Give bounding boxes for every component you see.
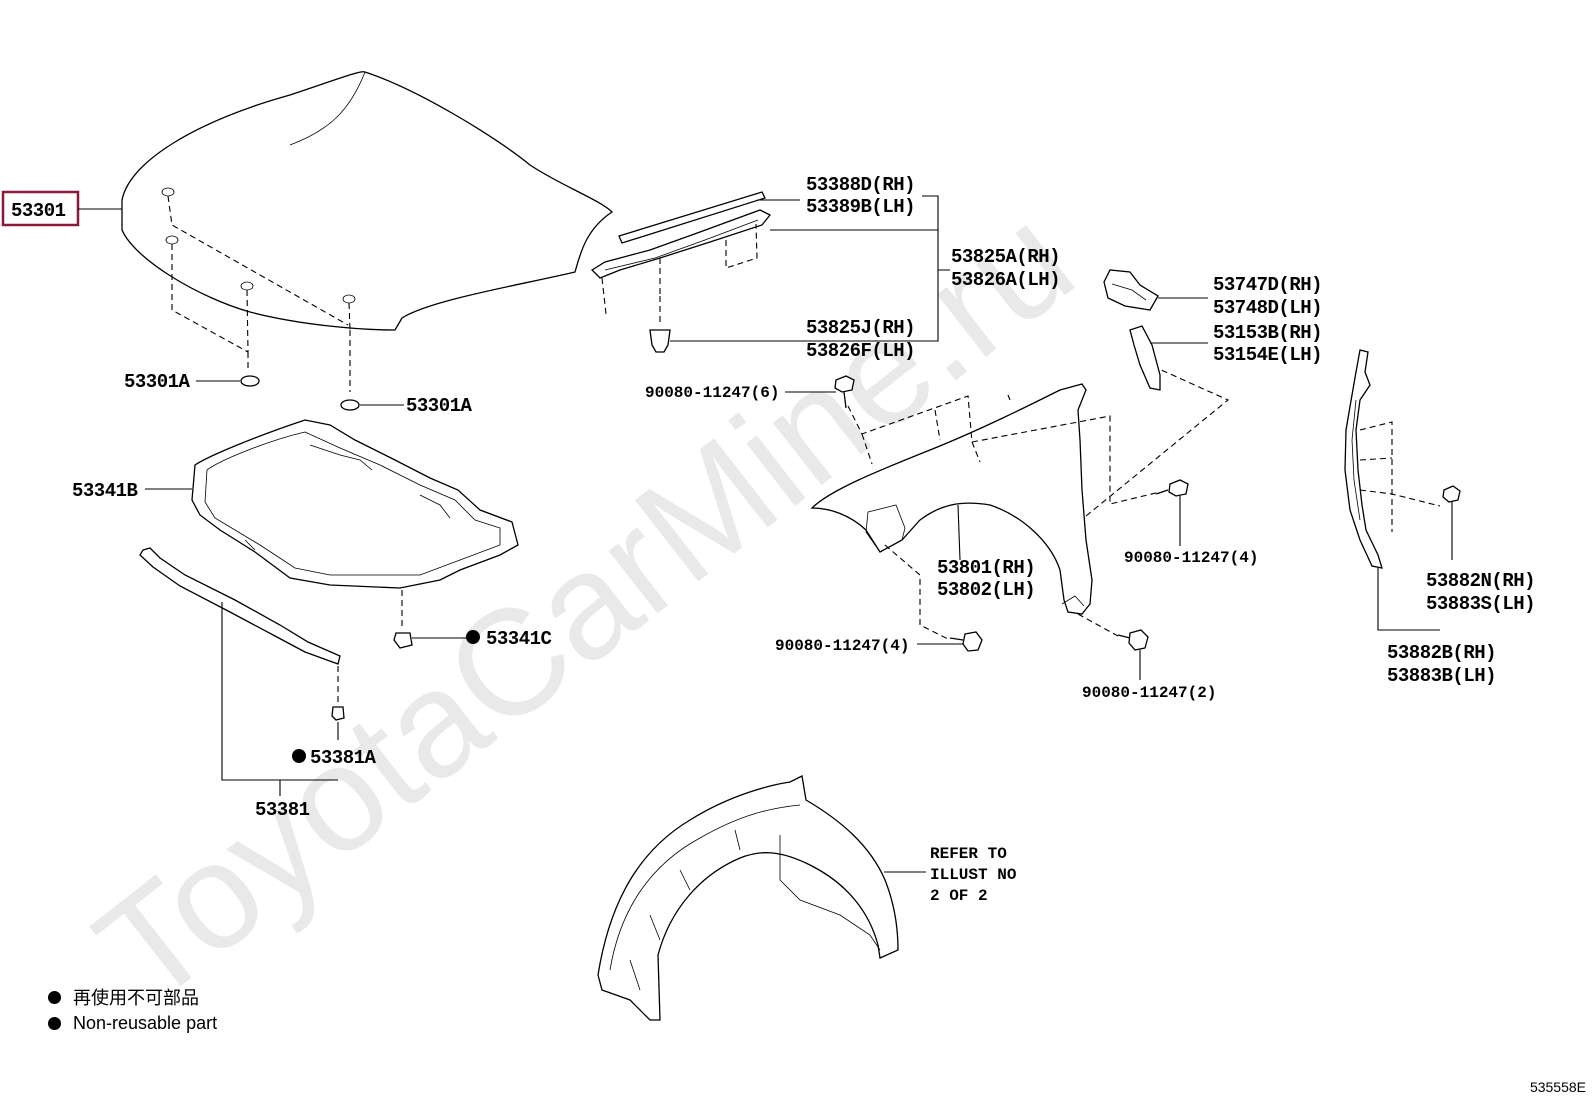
bolt-top[interactable] [834,375,855,409]
seal-clip-dot [292,749,306,763]
fender-panel[interactable] [810,383,1093,615]
label-hood-cushion-2[interactable]: 53301A [406,395,473,417]
seal-clip[interactable] [331,706,345,721]
fender-bracket-747[interactable] [1103,269,1159,311]
legend-row-jp: 再使用不可部品 [48,984,217,1010]
label-bracket-747-rh[interactable]: 53747D(RH) [1213,274,1323,296]
label-seal-153-rh[interactable]: 53153B(RH) [1213,322,1323,344]
label-fender-lh[interactable]: 53802(LH) [937,579,1036,601]
bracket-clip[interactable] [649,329,671,353]
hood-panel[interactable] [121,71,614,331]
label-bolt-left[interactable]: 90080-11247(4) [775,637,909,655]
fender-seal-153[interactable] [1129,325,1161,391]
label-bracket-f-lh[interactable]: 53826F(LH) [806,340,916,362]
label-seal[interactable]: 53381 [255,799,310,821]
label-seal-clip[interactable]: 53381A [310,747,377,769]
label-hood[interactable]: 53301 [11,200,66,222]
bolt-left[interactable] [949,631,983,652]
label-liner-b-rh[interactable]: 53882B(RH) [1387,642,1497,664]
label-bracket-a-lh[interactable]: 53826A(LH) [951,269,1061,291]
hood-insulator[interactable] [191,419,519,589]
label-bolt-mid[interactable]: 90080-11247(4) [1124,549,1258,567]
legend-en-text: Non-reusable part [73,1012,218,1033]
label-seal-rh[interactable]: 53388D(RH) [806,174,916,196]
label-bracket-a-rh[interactable]: 53825A(RH) [951,246,1061,268]
refer-note-line-1[interactable]: REFER TO [930,845,1007,863]
diagram-code: 535558E [1529,1079,1586,1095]
label-bracket-748-lh[interactable]: 53748D(LH) [1213,297,1323,319]
bolt-bottom[interactable] [1117,629,1149,651]
insulator-clip[interactable] [393,632,413,649]
fender-bracket-a[interactable] [590,209,772,279]
label-liner-s-lh[interactable]: 53883S(LH) [1426,593,1536,615]
non-reusable-dot-icon [48,990,61,1004]
label-bolt-bottom[interactable]: 90080-11247(2) [1082,684,1216,702]
label-insulator-clip[interactable]: 53341C [486,628,552,650]
legend: 再使用不可部品 Non-reusable part [48,984,217,1036]
wheel-well-liner[interactable] [597,775,899,1021]
label-hood-cushion-1[interactable]: 53301A [124,371,191,393]
bolt-mid[interactable] [1155,479,1189,497]
legend-row-en: Non-reusable part [48,1010,217,1036]
label-seal-lh[interactable]: 53389B(LH) [806,196,916,218]
bolt-right[interactable] [1442,485,1461,503]
insulator-clip-dot [466,630,480,644]
hood-to-cowl-seal[interactable] [618,191,766,244]
label-insulator[interactable]: 53341B [72,480,138,502]
label-liner-b-lh[interactable]: 53883B(LH) [1387,665,1497,687]
refer-note-line-3[interactable]: 2 OF 2 [930,887,988,905]
label-fender-rh[interactable]: 53801(RH) [937,557,1036,579]
hood-seal[interactable] [139,547,341,665]
hood-cushion-2[interactable] [340,399,360,411]
refer-note-line-2[interactable]: ILLUST NO [930,866,1017,884]
label-liner-n-rh[interactable]: 53882N(RH) [1426,570,1536,592]
label-bolt-top[interactable]: 90080-11247(6) [645,384,779,402]
label-bracket-j-rh[interactable]: 53825J(RH) [806,317,916,339]
fender-liner-strip[interactable] [1344,349,1383,569]
legend-jp-text: 再使用不可部品 [73,988,199,1008]
non-reusable-dot-icon [48,1016,61,1030]
label-seal-154-lh[interactable]: 53154E(LH) [1213,344,1323,366]
hood-cushion-1[interactable] [240,375,260,387]
